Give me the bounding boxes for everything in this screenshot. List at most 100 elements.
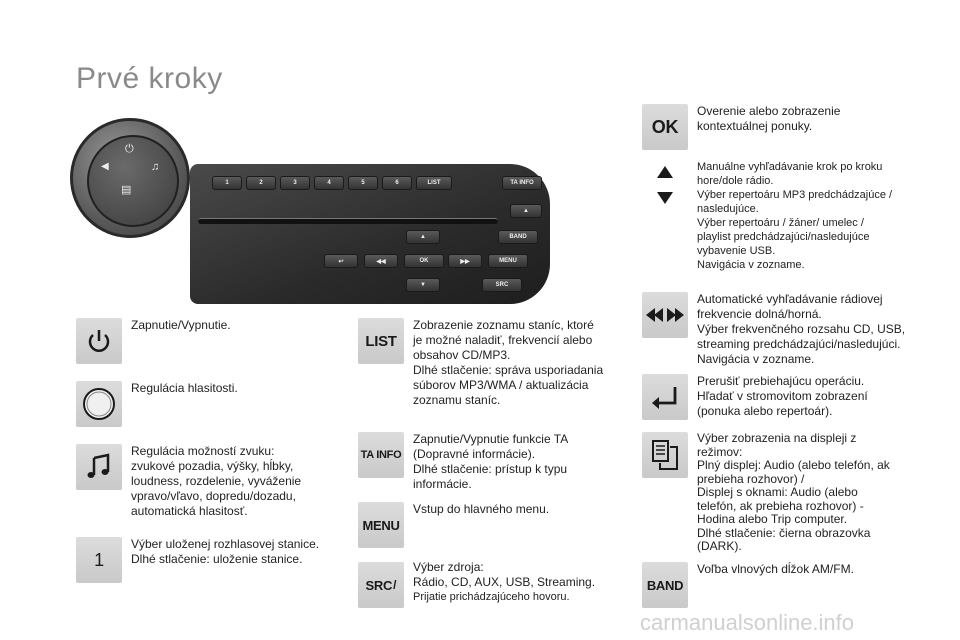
preset-6-button[interactable]: 6 (382, 176, 412, 190)
desc-line: vybavenie USB. (697, 245, 776, 257)
desc-line: Manuálne vyhľadávanie krok po kroku (697, 161, 883, 173)
tainfo-description: Zapnutie/Vypnutie funkcie TA (Dopravné i… (413, 432, 568, 492)
volume-knob[interactable]: ⏻ ♫ ▤ ◀ (70, 118, 190, 238)
knob-inner (87, 135, 179, 227)
display-key (642, 432, 688, 478)
radio-panel-illustration: ⏻ ♫ ▤ ◀ 1 2 3 4 5 6 LIST TA INFO ▲ ▲ BAN… (70, 118, 550, 308)
desc-line: Výber frekvenčného rozsahu CD, USB, (697, 322, 906, 336)
desc-line: Výber repertoáru MP3 predchádzajúce / (697, 189, 893, 201)
preset-4-button[interactable]: 4 (314, 176, 344, 190)
desc-line: nasledujúce. (697, 203, 759, 215)
up-down-arrows-icon (657, 166, 673, 204)
ok-description: Overenie alebo zobrazenie kontextuálnej … (697, 104, 840, 134)
preset-description: Výber uloženej rozhlasovej stanice. Dlhé… (131, 537, 319, 567)
desc-line: informácie. (413, 477, 472, 491)
desc-line: Zapnutie/Vypnutie. (131, 318, 231, 332)
music-note-icon (87, 453, 110, 478)
knob-power-icon: ⏻ (125, 143, 134, 155)
preset-3-button[interactable]: 3 (280, 176, 310, 190)
desc-line: Dlhé stlačenie: správa usporiadania (413, 363, 604, 377)
knob-speaker-icon: ◀ (101, 161, 109, 172)
desc-line: automatická hlasitosť. (131, 504, 248, 518)
updown-description: Manuálne vyhľadávanie krok po kroku hore… (697, 160, 892, 272)
desc-line: Výber zobrazenia na displeji z (697, 431, 857, 445)
list-label: LIST (365, 332, 397, 350)
desc-line: zvukové pozadia, výšky, hĺbky, (131, 459, 294, 473)
volume-description: Regulácia hlasitosti. (131, 381, 238, 396)
tainfo-panel-button[interactable]: TA INFO (502, 176, 542, 190)
desc-line: Výber repertoáru / žáner/ umelec / (697, 217, 864, 229)
up-panel-button[interactable]: ▲ (406, 230, 440, 244)
band-key: BAND (642, 562, 688, 608)
seek-description: Automatické vyhľadávanie rádiovej frekve… (697, 292, 905, 367)
desc-line: je možné naladiť, frekvencií alebo (413, 333, 593, 347)
power-description: Zapnutie/Vypnutie. (131, 318, 231, 333)
ok-key: OK (642, 104, 688, 150)
menu-panel-button[interactable]: MENU (488, 254, 528, 268)
desc-line: (ponuka alebo repertoár). (697, 404, 833, 418)
desc-line: Rádio, CD, AUX, USB, Streaming. (413, 575, 596, 589)
desc-line: súborov MP3/WMA / aktualizácia (413, 378, 589, 392)
updown-key (642, 160, 688, 210)
desc-line: Hodina alebo Trip computer. (697, 512, 848, 526)
src-key: SRC/ (358, 562, 404, 608)
list-description: Zobrazenie zoznamu staníc, ktoré je možn… (413, 318, 603, 408)
watermark: carmanualsonline.info (640, 610, 855, 635)
back-panel-button[interactable]: ↩ (324, 254, 358, 268)
volume-knob-icon (83, 388, 115, 420)
seek-forward-panel-button[interactable]: ▶▶ (448, 254, 482, 268)
eject-button[interactable]: ▲ (510, 204, 542, 218)
desc-line: Prerušiť prebiehajúcu operáciu. (697, 374, 865, 388)
seek-arrows-icon (646, 308, 684, 322)
cd-slot (198, 218, 498, 224)
src-panel-button[interactable]: SRC (482, 278, 522, 292)
ok-panel-button[interactable]: OK (404, 254, 444, 268)
src-label: SRC (365, 577, 393, 593)
desc-line: kontextuálnej ponuky. (697, 119, 813, 133)
desc-line: Dlhé stlačenie: čierna obrazovka (697, 525, 871, 540)
desc-line: zoznamu staníc. (413, 393, 501, 407)
desc-line: playlist predchádzajúci/nasledujúce (697, 231, 870, 243)
sound-description: Regulácia možností zvuku: zvukové pozadi… (131, 444, 301, 519)
back-description: Prerušiť prebiehajúcu operáciu. Hľadať v… (697, 374, 868, 419)
ok-label: OK (651, 116, 679, 137)
desc-line: loudness, rozdelenie, vyváženie (131, 474, 302, 488)
power-key (76, 318, 122, 364)
desc-line: streaming predchádzajúci/nasledujúci. (697, 337, 901, 351)
seek-back-panel-button[interactable]: ◀◀ (364, 254, 398, 268)
desc-line: prebieha rozhovor) / (697, 471, 805, 486)
volume-key (76, 381, 122, 427)
desc-line: Plný displej: Audio (alebo telefón, ak (697, 458, 890, 472)
desc-line: režimov: (697, 444, 743, 459)
desc-line: Dlhé stlačenie: prístup k typu (413, 462, 568, 476)
desc-line: Regulácia možností zvuku: (131, 444, 275, 458)
desc-line: Regulácia hlasitosti. (131, 381, 238, 395)
display-description: Výber zobrazenia na displeji z režimov: … (697, 431, 890, 554)
page-title: Prvé kroky (76, 62, 223, 95)
src-description: Výber zdroja: Rádio, CD, AUX, USB, Strea… (413, 560, 595, 605)
desc-line: obsahov CD/MP3. (413, 348, 511, 362)
back-arrow-icon (652, 387, 677, 409)
list-panel-button[interactable]: LIST (416, 176, 452, 190)
preset-key: 1 (76, 537, 122, 583)
preset-1-icon: 1 (94, 549, 104, 570)
desc-line: (DARK). (697, 539, 742, 553)
band-panel-button[interactable]: BAND (498, 230, 538, 244)
desc-line: Voľba vlnových dĺžok AM/FM. (697, 562, 854, 576)
sound-key (76, 444, 122, 490)
band-description: Voľba vlnových dĺžok AM/FM. (697, 562, 854, 577)
menu-key: MENU (358, 502, 404, 548)
band-label: BAND (646, 577, 684, 593)
preset-2-button[interactable]: 2 (246, 176, 276, 190)
preset-1-button[interactable]: 1 (212, 176, 242, 190)
power-icon (88, 330, 110, 352)
tainfo-key: TA INFO (358, 432, 404, 478)
menu-label: MENU (362, 517, 400, 533)
desc-line: Overenie alebo zobrazenie (697, 104, 841, 118)
desc-line: (Dopravné informácie). (413, 447, 536, 461)
desc-line: Zapnutie/Vypnutie funkcie TA (413, 432, 569, 446)
preset-5-button[interactable]: 5 (348, 176, 378, 190)
knob-music-icon: ♫ (151, 161, 160, 173)
desc-line: Hľadať v stromovitom zobrazení (697, 389, 868, 403)
down-panel-button[interactable]: ▼ (406, 278, 440, 292)
